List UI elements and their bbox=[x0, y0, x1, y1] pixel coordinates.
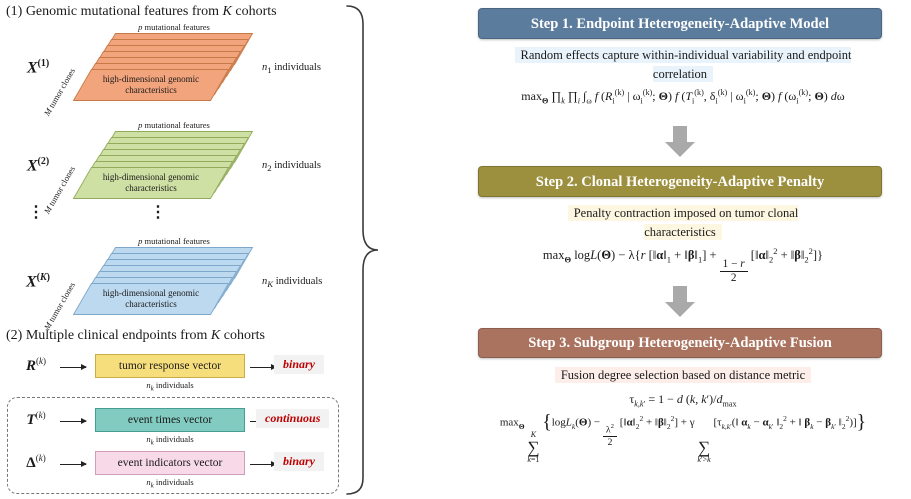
right-arrow-icon bbox=[250, 459, 277, 468]
right-arrow-icon bbox=[60, 459, 87, 468]
step1-formula: maxΘ ∏k ∏i ∫ω f (Ri(k) | ωi(k); Θ) f (Ti… bbox=[521, 88, 845, 106]
endpoint-n-label: nk individuals bbox=[146, 477, 194, 490]
cohort-K-symbol: X(K) bbox=[25, 272, 51, 291]
matrix-stack-2: high-dimensional genomic characteristics bbox=[72, 131, 254, 201]
step3-tau-formula: τk,k′ = 1 − d (k, k′)/dmax bbox=[629, 392, 737, 409]
endpoint-type-badge: binary bbox=[274, 452, 325, 471]
step2-header: Step 2. Clonal Heterogeneity-Adaptive Pe… bbox=[478, 166, 882, 197]
matrix-body-label: high-dimensional genomic characteristics bbox=[102, 172, 200, 193]
features-label: p mutational features bbox=[138, 22, 210, 32]
step1-description-text: Random effects capture within-individual… bbox=[514, 47, 852, 82]
step3-description-text: Fusion degree selection based on distanc… bbox=[554, 367, 812, 383]
section1-title: (1) Genomic mutational features from K c… bbox=[6, 4, 277, 19]
cohort-2-symbol: X(2) bbox=[26, 156, 50, 175]
down-arrow-icon bbox=[665, 286, 695, 317]
down-arrow-icon bbox=[665, 126, 695, 157]
right-panel: Step 1. Endpoint Heterogeneity-Adaptive … bbox=[455, 0, 911, 499]
cohort-block-1: X(1) p mutational features high-dimensio… bbox=[0, 22, 345, 124]
matrix-sheet-front: high-dimensional genomic characteristics bbox=[72, 167, 230, 199]
curly-brace-icon bbox=[346, 5, 379, 495]
cohort-1-symbol: X(1) bbox=[26, 58, 50, 77]
vertical-dots: ⋮ bbox=[150, 204, 166, 221]
matrix-sheet-front: high-dimensional genomic characteristics bbox=[72, 69, 230, 101]
cohort-block-K: X(K) p mutational features high-dimensio… bbox=[0, 236, 345, 338]
section2-title: (2) Multiple clinical endpoints from K c… bbox=[6, 328, 265, 343]
endpoint-box-times: event times vector bbox=[95, 408, 245, 432]
matrix-body-label: high-dimensional genomic characteristics bbox=[102, 288, 200, 309]
vertical-dots: ⋮ bbox=[28, 204, 44, 221]
matrix-body-label: high-dimensional genomic characteristics bbox=[102, 74, 200, 95]
right-arrow-icon bbox=[60, 416, 87, 425]
survival-endpoints-group bbox=[7, 397, 339, 494]
features-label: p mutational features bbox=[138, 236, 210, 246]
endpoint-n-label: nk individuals bbox=[146, 380, 194, 393]
endpoint-box-response: tumor response vector bbox=[95, 354, 245, 378]
individuals-label: n1 individuals bbox=[262, 62, 321, 76]
right-arrow-icon bbox=[60, 362, 87, 371]
endpoint-symbol-T: T(k) bbox=[26, 410, 46, 428]
step1-header: Step 1. Endpoint Heterogeneity-Adaptive … bbox=[478, 8, 882, 39]
step2-description-text: Penalty contraction imposed on tumor clo… bbox=[567, 205, 799, 240]
endpoint-type-badge: continuous bbox=[256, 409, 330, 428]
step2-formula: maxΘ logL(Θ) − λ{r [‖α‖1 + ‖β‖1] + 1 − r… bbox=[542, 246, 824, 284]
step1-description: Random effects capture within-individual… bbox=[455, 46, 911, 84]
matrix-stack-K: high-dimensional genomic characteristics bbox=[72, 247, 254, 317]
matrix-stack-1: high-dimensional genomic characteristics bbox=[72, 33, 254, 103]
endpoint-symbol-R: R(k) bbox=[25, 356, 46, 374]
step3-description: Fusion degree selection based on distanc… bbox=[455, 366, 911, 385]
individuals-label: n2 individuals bbox=[262, 160, 321, 174]
endpoint-symbol-delta: Δ(k) bbox=[26, 453, 46, 471]
right-arrow-icon bbox=[250, 362, 277, 371]
matrix-sheet-front: high-dimensional genomic characteristics bbox=[72, 283, 230, 315]
features-label: p mutational features bbox=[138, 120, 210, 130]
step2-description: Penalty contraction imposed on tumor clo… bbox=[455, 204, 911, 242]
endpoint-box-indicators: event indicators vector bbox=[95, 451, 245, 475]
individuals-label: nK individuals bbox=[262, 276, 323, 290]
cohort-block-2: X(2) p mutational features high-dimensio… bbox=[0, 120, 345, 222]
endpoint-type-badge: binary bbox=[274, 355, 325, 374]
step3-header: Step 3. Subgroup Heterogeneity-Adaptive … bbox=[478, 328, 882, 358]
endpoint-n-label: nk individuals bbox=[146, 434, 194, 447]
